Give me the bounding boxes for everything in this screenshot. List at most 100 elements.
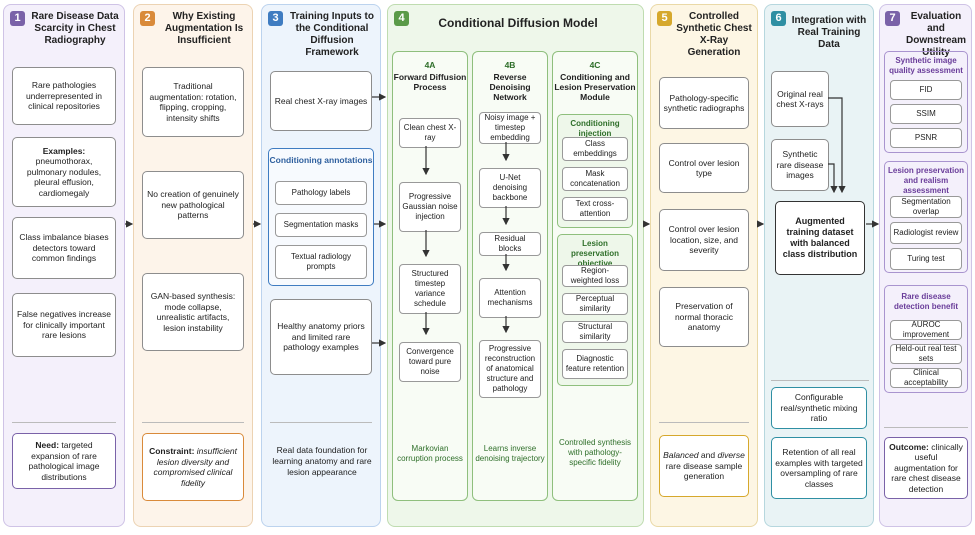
balanced-generation-box: Balanced and diverse rare disease sample…	[659, 435, 749, 497]
panel-title: Conditional Diffusion Model	[438, 16, 598, 30]
psnr-item: PSNR	[890, 128, 962, 148]
panel-integration: 6 Integration with Real Training Data Or…	[764, 4, 874, 527]
arrow-6-real	[828, 97, 846, 194]
step-number-badge: 2	[140, 11, 155, 26]
detection-benefit-group: Rare disease detection benefit AUROC imp…	[884, 285, 968, 393]
conditioning-annotations-title: Conditioning annotations	[269, 155, 373, 165]
group-title: Rare disease detection benefit	[893, 292, 958, 311]
segmentation-overlap-item: Segmentation overlap	[890, 196, 962, 218]
forward-step-3: Structured timestep variance schedule	[399, 264, 461, 314]
column-title: Forward Diffusion Process	[393, 72, 467, 92]
fid-item: FID	[890, 80, 962, 100]
generation-text: rare disease sample generation	[665, 460, 743, 482]
auroc-item: AUROC improvement	[890, 320, 962, 340]
reverse-step-4: Attention mechanisms	[479, 278, 541, 318]
panel-conditional-diffusion: 4 Conditional Diffusion Model 4A Forward…	[387, 4, 644, 527]
constraint-box: Constraint: insufficient lesion diversit…	[142, 433, 244, 501]
column-title: Reverse Denoising Network	[489, 72, 531, 102]
column-footer: Controlled synthesis with pathology-spec…	[558, 438, 632, 467]
balanced-word: Balanced	[663, 450, 699, 461]
forward-diffusion-column: 4A Forward Diffusion Process Clean chest…	[392, 51, 468, 501]
need-text: targeted expansion of rare pathological …	[28, 440, 100, 482]
column-id: 4B	[504, 60, 516, 70]
lesion-type-box: Control over lesion type	[659, 143, 749, 193]
outcome-text: clinically useful augmentation for rare …	[891, 441, 963, 494]
divider	[12, 422, 116, 423]
panel-title: Rare Disease Data Scarcity in Chest Radi…	[31, 11, 119, 46]
step-number-badge: 5	[657, 11, 672, 26]
column-footer: Markovian corruption process	[397, 444, 463, 463]
examples-label: Examples:	[42, 145, 86, 156]
divider	[270, 422, 372, 423]
conditioning-module-column: 4C Conditioning and Lesion Preservation …	[552, 51, 638, 501]
group-title: Lesion preservation objective	[570, 239, 620, 268]
need-label: Need:	[35, 440, 60, 450]
false-negatives-box: False negatives increase for clinically …	[12, 293, 116, 357]
radiologist-review-item: Radiologist review	[890, 222, 962, 244]
mixing-ratio-box: Configurable real/synthetic mixing ratio	[771, 387, 867, 429]
synthetic-images-box: Synthetic rare disease images	[771, 139, 829, 191]
lesion-location-box: Control over lesion location, size, and …	[659, 209, 749, 271]
gan-synthesis-box: GAN-based synthesis: mode collapse, unre…	[142, 273, 244, 351]
group-title: Lesion preservation and realism assessme…	[887, 166, 965, 195]
group-title: Conditioning injection	[570, 119, 620, 138]
augmented-dataset-box: Augmented training dataset with balanced…	[775, 201, 865, 275]
panel-title: Controlled Synthetic Chest X-Ray Generat…	[676, 11, 752, 58]
step-number-badge: 6	[771, 11, 786, 26]
column-title: Conditioning and Lesion Preservation Mod…	[554, 72, 636, 102]
turing-test-item: Turing test	[890, 248, 962, 270]
panel-title: Training Inputs to the Conditional Diffu…	[290, 11, 374, 58]
conditioning-annotations-group: Conditioning annotations Pathology label…	[268, 148, 374, 286]
forward-step-4: Convergence toward pure noise	[399, 342, 461, 382]
reverse-step-1: Noisy image + timestep embedding	[479, 112, 541, 144]
conditioning-injection-group: Conditioning injection Class embeddings …	[557, 114, 633, 228]
diagnostic-feature-item: Diagnostic feature retention	[562, 349, 628, 379]
segmentation-masks-item: Segmentation masks	[275, 213, 367, 237]
column-id: 4C	[589, 60, 601, 70]
diverse-word: diverse	[717, 450, 745, 461]
ssim-item: SSIM	[890, 104, 962, 124]
perceptual-similarity-item: Perceptual similarity	[562, 293, 628, 315]
reverse-denoising-column: 4B Reverse Denoising Network Noisy image…	[472, 51, 548, 501]
held-out-item: Held-out real test sets	[890, 344, 962, 364]
structural-similarity-item: Structural similarity	[562, 321, 628, 343]
panel-title: Evaluation and Downstream Utility	[905, 11, 966, 58]
reverse-step-2: U-Net denoising backbone	[479, 168, 541, 208]
step-number-badge: 1	[10, 11, 25, 26]
forward-step-1: Clean chest X-ray	[399, 118, 461, 148]
clinical-acceptability-item: Clinical acceptability	[890, 368, 962, 388]
divider	[771, 380, 869, 381]
step-number-badge: 4	[394, 11, 409, 26]
constraint-label: Constraint:	[149, 446, 195, 456]
outcome-label: Outcome:	[889, 441, 929, 452]
class-embeddings-item: Class embeddings	[562, 137, 628, 161]
examples-text: pneumothorax, pulmonary nodules, pleural…	[26, 156, 102, 198]
outcome-box: Outcome: clinically useful augmentation …	[884, 437, 968, 499]
and-word: and	[698, 450, 718, 461]
real-xray-images-box: Real chest X-ray images	[270, 71, 372, 131]
pathology-labels-item: Pathology labels	[275, 181, 367, 205]
step-number-badge: 7	[885, 11, 900, 26]
constraint-text: insufficient lesion diversity and compro…	[153, 446, 237, 488]
region-weighted-loss-item: Region-weighted loss	[562, 265, 628, 287]
panel-evaluation: 7 Evaluation and Downstream Utility Synt…	[879, 4, 972, 527]
lesion-preservation-group: Lesion preservation objective Region-wei…	[557, 234, 633, 386]
step-number-badge: 3	[268, 11, 283, 26]
class-imbalance-box: Class imbalance biases detectors toward …	[12, 217, 116, 279]
panel-title: Why Existing Augmentation Is Insufficien…	[164, 11, 244, 46]
divider	[884, 427, 968, 428]
traditional-augmentation-box: Traditional augmentation: rotation, flip…	[142, 67, 244, 137]
panel-training-inputs: 3 Training Inputs to the Conditional Dif…	[261, 4, 381, 527]
no-new-patterns-box: No creation of genuinely new pathologica…	[142, 171, 244, 239]
healthy-priors-box: Healthy anatomy priors and limited rare …	[270, 299, 372, 375]
realism-assessment-group: Lesion preservation and realism assessme…	[884, 161, 968, 273]
divider	[142, 422, 244, 423]
reverse-step-3: Residual blocks	[479, 232, 541, 256]
panel-synthetic-generation: 5 Controlled Synthetic Chest X-Ray Gener…	[650, 4, 758, 527]
column-footer: Learns inverse denoising trajectory	[475, 444, 545, 463]
textual-prompts-item: Textual radiology prompts	[275, 245, 367, 279]
quality-assessment-group: Synthetic image quality assessment FID S…	[884, 51, 968, 153]
panel-title: Integration with Real Training Data	[791, 15, 867, 50]
normal-anatomy-box: Preservation of normal thoracic anatomy	[659, 287, 749, 347]
